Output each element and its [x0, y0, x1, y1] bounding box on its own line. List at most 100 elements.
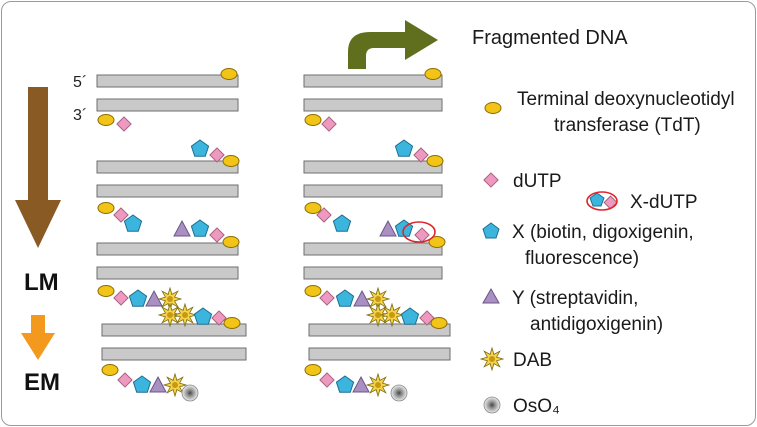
dab-star-icon [479, 346, 505, 372]
tdt-ellipse-icon [304, 114, 322, 126]
oso4-dot-icon [483, 396, 501, 414]
dab-star-core [172, 382, 178, 388]
legend-x-line2: fluorescence) [525, 248, 640, 269]
dna-strand [101, 347, 247, 361]
dutp-diamond-icon [414, 227, 430, 243]
tdt-ellipse-icon [484, 102, 502, 114]
five-prime-label: 5´ [73, 74, 88, 91]
tdt-ellipse-icon [223, 317, 241, 329]
dab-star-core [167, 312, 173, 318]
tdt-ellipse-icon [426, 155, 444, 167]
lm-label: LM [24, 269, 59, 296]
x-pentagon-icon [482, 222, 500, 239]
x-pentagon-icon [128, 289, 148, 307]
y-triangle-icon [482, 287, 500, 304]
fragmented-dna-arrow-icon [348, 20, 438, 69]
molecule-markers [97, 68, 448, 402]
dutp-diamond-icon [113, 290, 129, 306]
dutp-diamond-icon [209, 147, 225, 163]
dna-strand [308, 347, 451, 361]
y-triangle-icon [149, 375, 167, 393]
x-dutp-diamond-icon [603, 195, 618, 210]
legend-dab: DAB [513, 350, 553, 371]
legend-x-dutp: X-dUTP [630, 192, 698, 213]
dab-star-core [167, 296, 173, 302]
tdt-ellipse-icon [304, 285, 322, 297]
tdt-ellipse-icon [97, 114, 115, 126]
oso4-dot-icon [390, 384, 408, 402]
dab-star-core [489, 356, 495, 362]
tdt-ellipse-icon [430, 317, 448, 329]
dna-strand [303, 160, 443, 174]
dna-strand [303, 184, 443, 198]
dna-strand [96, 184, 239, 198]
three-prime-label: 3´ [73, 107, 88, 124]
em-label: EM [24, 369, 60, 396]
lm-arrow-icon [15, 87, 61, 248]
dutp-diamond-icon [413, 147, 429, 163]
legend-dutp: dUTP [513, 171, 562, 192]
dna-strand [308, 323, 451, 337]
dab-star-core [389, 312, 395, 318]
dna-strand [101, 323, 247, 337]
legend-x-line1: X (biotin, digoxigenin, [512, 222, 694, 243]
dab-star-core [375, 312, 381, 318]
dna-strand [96, 266, 239, 280]
dutp-diamond-icon [209, 227, 225, 243]
x-dutp-pentagon-icon [589, 192, 605, 207]
x-pentagon-icon [123, 214, 143, 232]
dutp-diamond-icon [113, 207, 129, 223]
y-triangle-icon [145, 289, 163, 307]
dutp-diamond-icon [321, 116, 337, 132]
dna-strand [96, 74, 239, 88]
x-dutp-ring-icon [402, 221, 436, 243]
x-pentagon-icon [335, 289, 355, 307]
tdt-ellipse-icon [222, 155, 240, 167]
tdt-ellipse-icon [304, 364, 322, 376]
x-dutp-ring-icon [586, 191, 618, 211]
x-pentagon-icon [394, 139, 414, 157]
x-pentagon-icon [190, 139, 210, 157]
y-triangle-icon [173, 219, 191, 237]
tdt-ellipse-icon [222, 236, 240, 248]
dna-strand [303, 98, 443, 112]
dna-strand [96, 242, 239, 256]
dab-star-core [182, 312, 188, 318]
legend-y-line1: Y (streptavidin, [512, 288, 639, 309]
x-pentagon-icon [400, 307, 420, 325]
oso4-dot-icon [181, 384, 199, 402]
tdt-ellipse-icon [220, 68, 238, 80]
legend-tdt-line1: Terminal deoxynucleotidyl [517, 89, 735, 110]
tdt-ellipse-icon [101, 364, 119, 376]
fragmented-dna-label: Fragmented DNA [472, 27, 628, 49]
dna-strand [303, 74, 443, 88]
x-pentagon-icon [335, 375, 355, 393]
x-pentagon-icon [332, 214, 352, 232]
x-pentagon-icon [190, 219, 210, 237]
y-triangle-icon [379, 219, 397, 237]
dna-strand [303, 242, 443, 256]
legend-icons [479, 102, 618, 414]
x-pentagon-icon [193, 307, 213, 325]
legend-oso4: OsO₄ [513, 396, 560, 417]
dutp-diamond-icon [117, 372, 133, 388]
dutp-diamond-icon [483, 172, 499, 188]
x-pentagon-icon [132, 375, 152, 393]
tdt-ellipse-icon [97, 202, 115, 214]
dutp-diamond-icon [419, 310, 435, 326]
dna-strand [303, 266, 443, 280]
dutp-diamond-icon [211, 310, 227, 326]
y-triangle-icon [353, 289, 371, 307]
em-arrow-icon [21, 315, 55, 360]
legend-tdt-line2: transferase (TdT) [554, 115, 701, 136]
dutp-diamond-icon [319, 290, 335, 306]
legend-y-line2: antidigoxigenin) [530, 314, 664, 335]
tdt-ellipse-icon [424, 68, 442, 80]
dutp-diamond-icon [316, 207, 332, 223]
tdt-ellipse-icon [428, 236, 446, 248]
dab-star-core [375, 296, 381, 302]
y-triangle-icon [352, 375, 370, 393]
dutp-diamond-icon [116, 116, 132, 132]
